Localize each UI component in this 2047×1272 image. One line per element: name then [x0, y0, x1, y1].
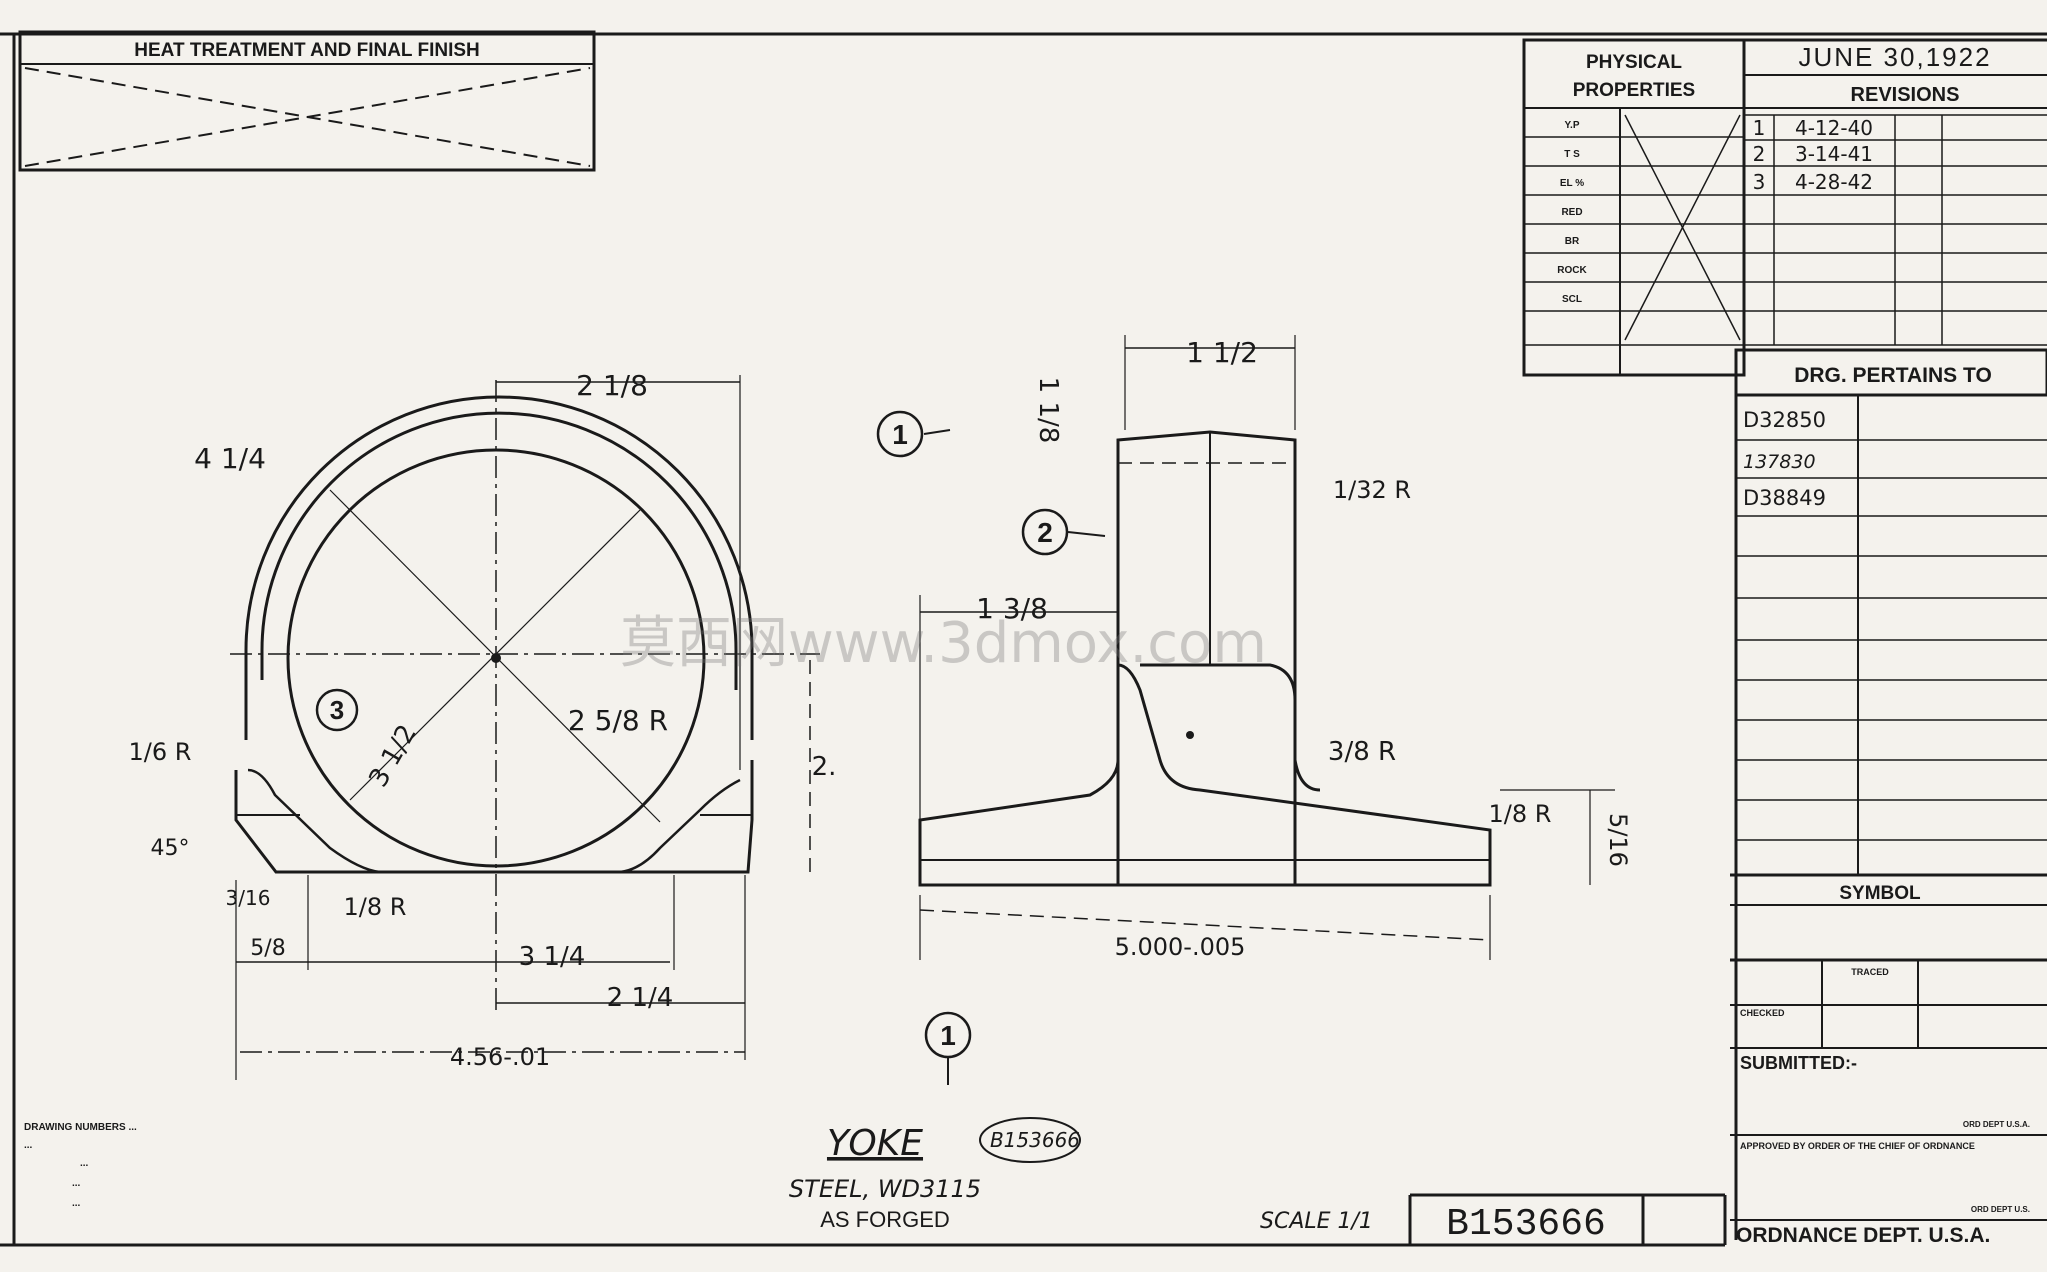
dim-half-span: 2 1/4	[607, 983, 674, 1013]
symbol-header: SYMBOL	[1839, 883, 1921, 904]
dim-inner-radius: 2 5/8 R	[568, 704, 668, 737]
callout-number: 1	[892, 419, 908, 450]
revisions-header: REVISIONS	[1851, 84, 1960, 106]
heat-treatment-box: HEAT TREATMENT AND FINAL FINISH	[18, 30, 596, 172]
prop-row-label: RED	[1561, 207, 1582, 218]
traced-label: TRACED	[1851, 967, 1889, 977]
prop-row-label: Y.P	[1564, 120, 1579, 131]
prop-row-label: BR	[1565, 236, 1580, 247]
pertains-item: 137830	[1743, 451, 1816, 473]
callout-circle	[315, 688, 359, 732]
drawing-date: JUNE 30,1922	[1798, 42, 1991, 72]
revision-no: 2	[1753, 142, 1766, 166]
dim-flange-height: 5/16	[1604, 813, 1632, 867]
physical-properties-label-1: PHYSICAL	[1586, 52, 1682, 73]
part-condition: AS FORGED	[820, 1207, 950, 1232]
part-material: STEEL, WD3115	[789, 1175, 981, 1203]
note-line: ...	[80, 1158, 89, 1169]
part-title: YOKE B153666 STEEL, WD3115 AS FORGED	[789, 1117, 1081, 1232]
notes-bottom-left: DRAWING NUMBERS ... ... ... ... ...	[24, 1122, 137, 1209]
checked-label: CHECKED	[1740, 1008, 1785, 1018]
dim-overall-length: 5.000-.005	[1115, 933, 1246, 961]
dim-span: 3 1/4	[519, 942, 586, 972]
callout-number: 1	[940, 1020, 956, 1051]
note-line: ...	[72, 1198, 81, 1209]
dim-corner-radius: 1/32 R	[1333, 476, 1411, 504]
revision-date: 4-28-42	[1795, 170, 1873, 194]
watermark-text: 莫西网www.3dmox.com	[620, 611, 1267, 676]
dim-outer-radius: 4 1/4	[194, 442, 266, 475]
prop-row-label: EL %	[1560, 178, 1584, 189]
note-line: ...	[72, 1178, 81, 1189]
side-view: 1 1/2 1 1/8 1/32 R 1 3/8 3/8 R 1/8 R 5/1…	[876, 335, 1632, 1085]
revision-no: 1	[1753, 116, 1766, 140]
revision-date: 3-14-41	[1795, 142, 1873, 166]
prop-row-label: ROCK	[1557, 265, 1587, 276]
prop-row-label: T S	[1564, 149, 1580, 160]
callout-circle	[1021, 508, 1069, 556]
dim-fillet-top: 1/6 R	[129, 738, 192, 766]
front-view: 2 1/8 4 1/4 2 5/8 R 3 1/2 2. 1/6 R 45° 1…	[129, 369, 837, 1080]
pertains-item: D32850	[1743, 408, 1826, 432]
pertains-header: DRG. PERTAINS TO	[1794, 364, 1992, 387]
scale-label: SCALE 1/1	[1260, 1209, 1373, 1234]
callout-circle	[876, 410, 924, 458]
drawing-number-box: B153666 SCALE 1/1	[1260, 1193, 1727, 1246]
note-line: ...	[24, 1140, 33, 1151]
submitted-label: SUBMITTED:-	[1740, 1053, 1857, 1073]
dim-side-top-width: 1 1/2	[1186, 336, 1258, 369]
part-number: B153666	[990, 1128, 1080, 1152]
dim-left-offset: 5/8	[250, 936, 285, 961]
note-line: DRAWING NUMBERS ...	[24, 1122, 137, 1133]
revision-no: 3	[1753, 170, 1766, 194]
dim-side-top-height: 1 1/8	[1033, 377, 1063, 444]
drawing-number: B153666	[1446, 1203, 1606, 1246]
dim-chamfer: 45°	[151, 836, 190, 861]
part-name: YOKE	[827, 1123, 923, 1164]
dim-height: 2.	[812, 752, 837, 782]
dim-overall: 4.56-.01	[450, 1043, 550, 1071]
title-block-right: DRG. PERTAINS TO D32850 137830 D38849 SY…	[1730, 348, 2047, 1247]
heat-treatment-header: HEAT TREATMENT AND FINAL FINISH	[134, 40, 480, 61]
dim-bore: 3 1/2	[363, 720, 422, 793]
physical-properties-label-2: PROPERTIES	[1573, 80, 1695, 101]
physical-properties-table: PHYSICAL PROPERTIES Y.P T S EL % RED BR …	[1522, 38, 1746, 377]
dim-end-radius: 1/8 R	[1489, 800, 1552, 828]
callout-number: 3	[330, 695, 344, 725]
dim-side-fillet: 3/8 R	[1328, 737, 1396, 767]
pertains-item: D38849	[1743, 486, 1826, 510]
dim-top-width: 2 1/8	[576, 369, 648, 402]
footer-dept: ORDNANCE DEPT. U.S.A.	[1736, 1224, 1990, 1247]
prop-row-label: SCL	[1562, 294, 1582, 305]
callout-circle	[924, 1011, 972, 1059]
callout-number: 2	[1037, 517, 1053, 548]
revisions-table: JUNE 30,1922 REVISIONS 1 4-12-40 2 3-14-…	[1744, 38, 2047, 346]
dim-fillet-bottom: 1/8 R	[344, 893, 407, 921]
ord-dept-label: ORD DEPT U.S.A.	[1963, 1120, 2030, 1129]
dim-side-left-offset: 1 3/8	[976, 592, 1048, 625]
ord-dept-label: ORD DEPT U.S.	[1971, 1205, 2030, 1214]
dim-left-step: 3/16	[226, 886, 271, 910]
approved-label: APPROVED BY ORDER OF THE CHIEF OF ORDNAN…	[1740, 1141, 1975, 1151]
revision-date: 4-12-40	[1795, 116, 1873, 140]
